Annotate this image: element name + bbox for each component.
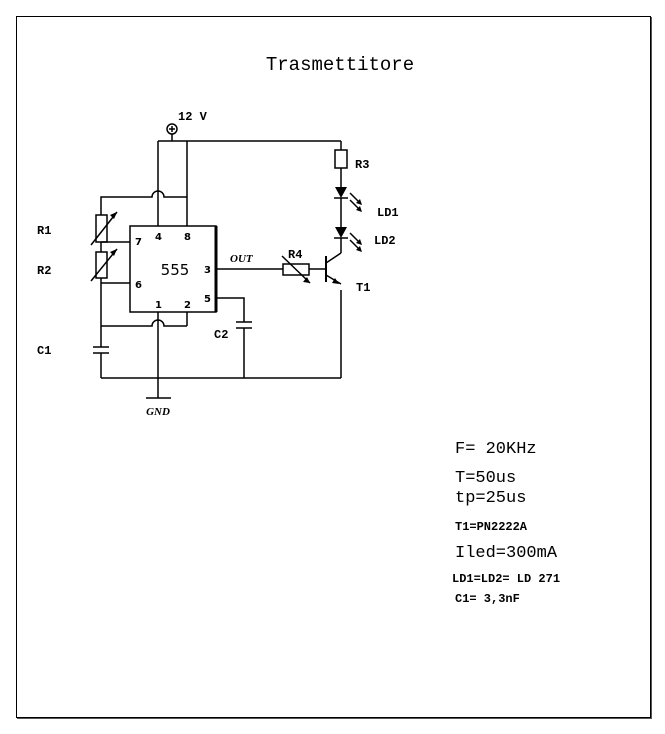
ld1-label: LD1 (377, 206, 399, 220)
r2-potentiometer (90, 248, 130, 347)
spec-led-current: Iled=300mA (455, 544, 558, 563)
spec-transistor: T1=PN2222A (455, 520, 528, 534)
arrow-icon (303, 277, 310, 283)
ld1-led (334, 187, 362, 227)
c2-capacitor (216, 297, 252, 378)
arrow-icon (110, 212, 117, 219)
ic-name: 555 (161, 261, 190, 279)
drawing-frame (16, 16, 651, 718)
r4-label: R4 (288, 248, 302, 262)
ld2-led (334, 227, 362, 252)
supply-rail (100, 140, 341, 226)
pin-3-label: 3 (204, 265, 211, 276)
spec-c1-value: C1= 3,3nF (455, 592, 520, 606)
r1-potentiometer (90, 211, 130, 252)
pin-7-label: 7 (135, 237, 142, 248)
spec-period: T=50us (455, 469, 516, 488)
pin-5-label: 5 (204, 294, 211, 305)
pin-1-label: 1 (155, 300, 162, 311)
supply-terminal (166, 123, 178, 141)
spec-frequency: F= 20KHz (455, 440, 537, 459)
r3-resistor (334, 141, 348, 187)
specifications: F= 20KHz T=50us tp=25us T1=PN2222A Iled=… (452, 440, 560, 606)
arrow-icon (110, 249, 117, 256)
spec-leds: LD1=LD2= LD 271 (452, 572, 560, 586)
t1-label: T1 (356, 281, 370, 295)
c1-capacitor (93, 346, 109, 378)
diagram-title: Trasmettitore (266, 54, 414, 76)
c2-label: C2 (214, 328, 228, 342)
trigger-ground-wiring (101, 312, 188, 398)
r3-label: R3 (355, 158, 369, 172)
emitter-arrow-icon (332, 278, 339, 284)
pin-2-label: 2 (184, 300, 191, 311)
pin-6-label: 6 (135, 280, 142, 291)
output-label: OUT (230, 253, 254, 265)
r2-label: R2 (37, 264, 51, 278)
r1-label: R1 (37, 224, 51, 238)
r4-variable-resistor (281, 255, 326, 284)
spec-pulse-width: tp=25us (455, 489, 526, 508)
pin-4-label: 4 (155, 232, 162, 243)
t1-transistor (325, 240, 342, 378)
ground-label: GND (146, 406, 170, 418)
ld2-label: LD2 (374, 234, 396, 248)
c1-label: C1 (37, 344, 51, 358)
supply-label: 12 V (178, 110, 208, 124)
pin-8-label: 8 (184, 232, 191, 243)
